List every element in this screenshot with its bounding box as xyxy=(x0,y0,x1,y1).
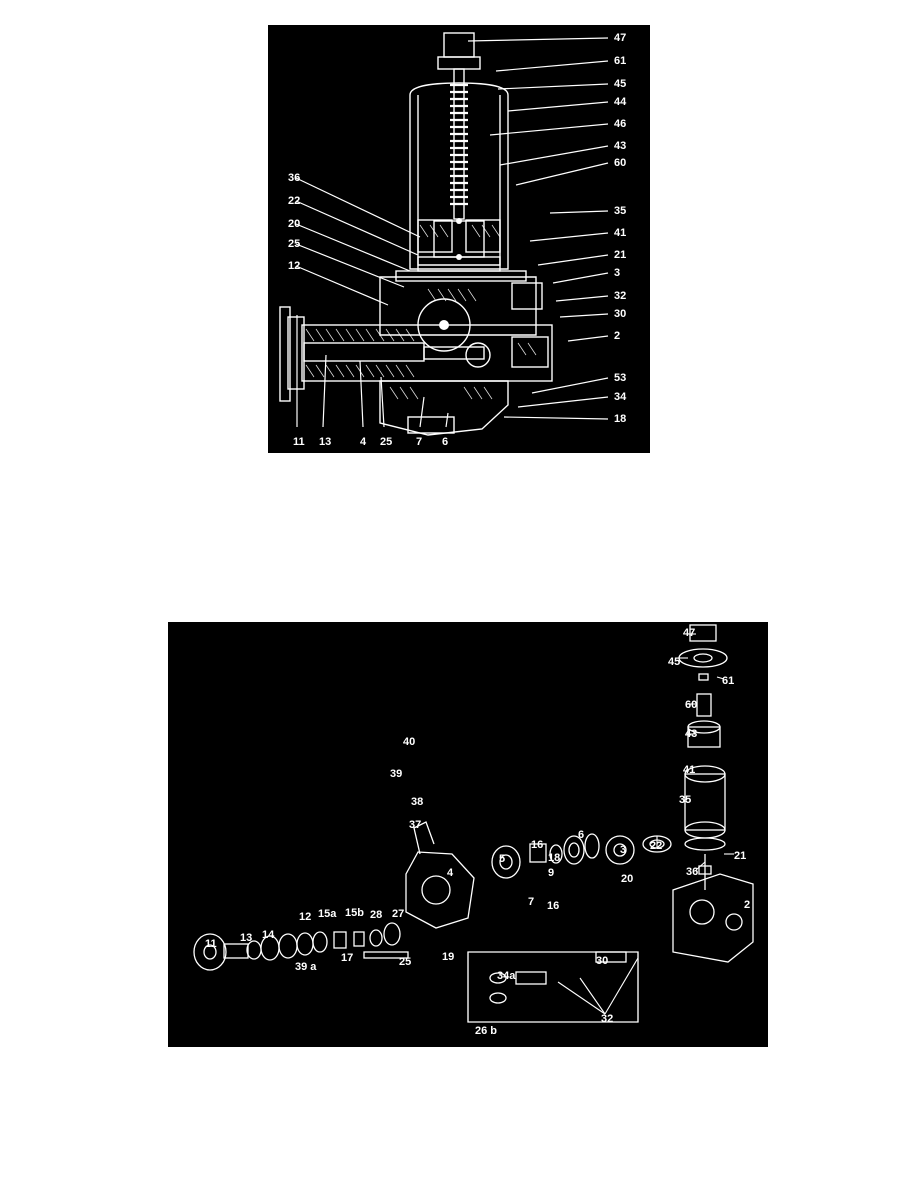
fig2-callout-28: 28 xyxy=(370,909,383,921)
fig2-callout-5: 5 xyxy=(499,853,506,865)
fig2-callout-21: 21 xyxy=(734,850,747,862)
fig1-callout-25: 25 xyxy=(288,238,301,250)
fig2-callout-16: 16 xyxy=(547,900,560,912)
fig1-callout-34: 34 xyxy=(614,391,627,403)
fig2-callout-7: 7 xyxy=(528,896,535,908)
fig2-callout-12: 12 xyxy=(299,911,312,923)
fig2-callout-40: 40 xyxy=(403,736,416,748)
fig2-callout-9: 9 xyxy=(548,867,555,879)
figure-exploded-view xyxy=(168,622,768,1047)
fig2-callout-38: 38 xyxy=(411,796,424,808)
fig2-callout-16: 16 xyxy=(531,839,544,851)
fig2-callout-19: 19 xyxy=(442,951,455,963)
fig1-callout-2: 2 xyxy=(614,330,621,342)
fig2-callout-6: 6 xyxy=(578,829,585,841)
fig1-callout-12: 12 xyxy=(288,260,301,272)
fig1-callout-6: 6 xyxy=(442,436,449,448)
fig2-callout-11: 11 xyxy=(205,938,217,950)
fig1-callout-41: 41 xyxy=(614,227,627,239)
fig2-callout-14: 14 xyxy=(262,929,275,941)
fig1-callout-46: 46 xyxy=(614,118,627,130)
fig1-callout-22: 22 xyxy=(288,195,301,207)
fig2-callout-27: 27 xyxy=(392,908,405,920)
cross-section-artwork xyxy=(279,32,609,436)
fig2-callout-32: 32 xyxy=(601,1013,614,1025)
fig1-callout-4: 4 xyxy=(360,436,367,448)
fig2-callout-3: 3 xyxy=(620,844,627,856)
fig2-callout-61: 61 xyxy=(722,675,735,687)
fig1-callout-20: 20 xyxy=(288,218,301,230)
fig1-callout-25: 25 xyxy=(380,436,393,448)
fig1-callout-30: 30 xyxy=(614,308,627,320)
fig1-callout-32: 32 xyxy=(614,290,627,302)
fig2-callout-30: 30 xyxy=(596,955,609,967)
fig2-callout-15a: 15a xyxy=(318,908,337,920)
fig1-callout-21: 21 xyxy=(614,249,627,261)
fig1-callout-47: 47 xyxy=(614,32,627,44)
fig1-callout-44: 44 xyxy=(614,96,627,108)
fig1-callout-36: 36 xyxy=(288,172,301,184)
fig1-callout-3: 3 xyxy=(614,267,621,279)
fig2-callout-47: 47 xyxy=(683,627,696,639)
fig2-callout-39a: 39 a xyxy=(295,961,317,973)
figure-cross-section xyxy=(268,25,650,453)
fig2-callout-13: 13 xyxy=(240,932,253,944)
fig2-callout-37: 37 xyxy=(409,819,422,831)
fig2-callout-20: 20 xyxy=(621,873,634,885)
fig1-callout-13: 13 xyxy=(319,436,332,448)
fig2-callout-41: 41 xyxy=(683,764,696,776)
fig2-callout-43: 43 xyxy=(685,728,698,740)
fig2-callout-15b: 15b xyxy=(345,907,364,919)
fig2-callout-39: 39 xyxy=(390,768,403,780)
fig2-callout-35: 35 xyxy=(679,794,692,806)
fig2-callout-60: 60 xyxy=(685,699,698,711)
fig1-callout-11: 11 xyxy=(293,436,305,448)
fig1-callout-60: 60 xyxy=(614,157,627,169)
fig2-callout-36: 36 xyxy=(686,866,699,878)
fig1-callout-45: 45 xyxy=(614,78,627,90)
fig2-callout-4: 4 xyxy=(447,867,454,879)
fig2-callout-22: 22 xyxy=(650,840,663,852)
fig2-callout-18: 18 xyxy=(548,852,561,864)
fig1-callout-18: 18 xyxy=(614,413,627,425)
fig1-callout-35: 35 xyxy=(614,205,627,217)
fig1-callout-61: 61 xyxy=(614,55,627,67)
fig1-callout-53: 53 xyxy=(614,372,627,384)
fig2-callout-2: 2 xyxy=(744,899,751,911)
fig1-callout-7: 7 xyxy=(416,436,423,448)
fig2-callout-45: 45 xyxy=(668,656,681,668)
fig2-callout-26b: 26 b xyxy=(475,1025,498,1037)
exploded-view-artwork xyxy=(193,624,754,1023)
fig1-callout-43: 43 xyxy=(614,140,627,152)
fig2-callout-25: 25 xyxy=(399,956,412,968)
fig2-callout-34a: 34a xyxy=(497,970,516,982)
fig2-callout-17: 17 xyxy=(341,952,354,964)
